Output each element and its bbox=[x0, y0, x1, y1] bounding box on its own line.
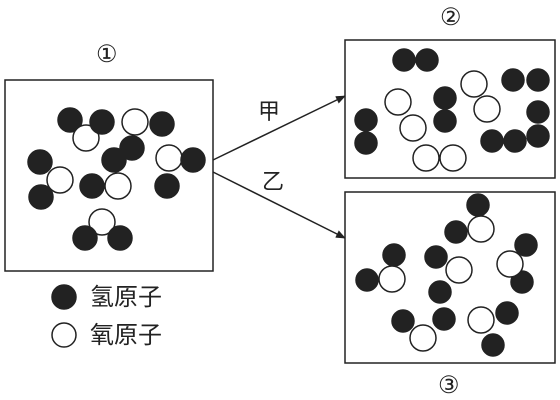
hydrogen-atom bbox=[149, 111, 175, 137]
hydrogen-atom bbox=[57, 107, 83, 133]
oxygen-atom bbox=[46, 166, 74, 194]
hydrogen-atom bbox=[154, 173, 180, 199]
hydrogen-atom bbox=[466, 193, 490, 217]
oxygen-atom bbox=[72, 124, 100, 152]
hydrogen-atom bbox=[514, 233, 538, 257]
oxygen-atom bbox=[378, 265, 406, 293]
oxygen-atom bbox=[409, 324, 437, 352]
box-2-label: ② bbox=[440, 3, 462, 31]
hydrogen-atom bbox=[354, 131, 378, 155]
hydrogen-atom bbox=[433, 109, 457, 133]
oxygen-atom bbox=[412, 144, 440, 172]
hydrogen-atom bbox=[444, 220, 468, 244]
arrow-lower-label: 乙 bbox=[262, 170, 285, 195]
oxygen-atom bbox=[496, 250, 524, 278]
hydrogen-atom bbox=[526, 124, 550, 148]
hydrogen-atom bbox=[79, 173, 105, 199]
hydrogen-atom bbox=[101, 147, 127, 173]
box-1-molecules bbox=[27, 107, 206, 251]
legend-oxygen-symbol bbox=[51, 322, 77, 348]
hydrogen-atom bbox=[392, 48, 416, 72]
hydrogen-atom bbox=[480, 129, 504, 153]
hydrogen-atom bbox=[481, 333, 505, 357]
hydrogen-atom bbox=[355, 268, 379, 292]
hydrogen-atom bbox=[503, 129, 527, 153]
arrow-upper bbox=[212, 95, 346, 161]
hydrogen-atom bbox=[27, 149, 53, 175]
hydrogen-atom bbox=[526, 100, 550, 124]
hydrogen-atom bbox=[391, 309, 415, 333]
hydrogen-atom bbox=[428, 280, 452, 304]
hydrogen-atom bbox=[501, 68, 525, 92]
legend-oxygen-label: 氧原子 bbox=[90, 321, 162, 349]
hydrogen-atom bbox=[510, 270, 534, 294]
hydrogen-atom bbox=[107, 225, 133, 251]
hydrogen-atom bbox=[72, 225, 98, 251]
hydrogen-atom bbox=[119, 135, 145, 161]
oxygen-atom bbox=[473, 95, 501, 123]
hydrogen-atom bbox=[180, 147, 206, 173]
oxygen-atom bbox=[104, 172, 132, 200]
hydrogen-atom bbox=[495, 301, 519, 325]
arrow-lower bbox=[212, 171, 346, 239]
hydrogen-atom bbox=[28, 184, 54, 210]
hydrogen-atom bbox=[424, 245, 448, 269]
hydrogen-atom bbox=[432, 307, 456, 331]
arrow-upper-label: 甲 bbox=[258, 100, 281, 125]
hydrogen-atom bbox=[433, 86, 457, 110]
hydrogen-atom bbox=[526, 68, 550, 92]
oxygen-atom bbox=[155, 144, 183, 172]
legend-hydrogen-label: 氢原子 bbox=[90, 283, 162, 311]
box-3-label: ③ bbox=[438, 371, 460, 399]
oxygen-atom bbox=[384, 88, 412, 116]
hydrogen-atom bbox=[382, 243, 406, 267]
box-2-molecules bbox=[354, 48, 550, 172]
oxygen-atom bbox=[399, 114, 427, 142]
hydrogen-atom bbox=[89, 109, 115, 135]
oxygen-atom bbox=[439, 144, 467, 172]
oxygen-atom bbox=[445, 256, 473, 284]
oxygen-atom bbox=[88, 208, 116, 236]
oxygen-atom bbox=[467, 215, 495, 243]
oxygen-atom bbox=[467, 306, 495, 334]
legend-hydrogen-symbol bbox=[51, 284, 77, 310]
box-3-molecules bbox=[355, 193, 538, 357]
hydrogen-atom bbox=[415, 48, 439, 72]
box-1-label: ① bbox=[96, 40, 118, 68]
hydrogen-atom bbox=[354, 108, 378, 132]
oxygen-atom bbox=[121, 108, 149, 136]
oxygen-atom bbox=[460, 70, 488, 98]
